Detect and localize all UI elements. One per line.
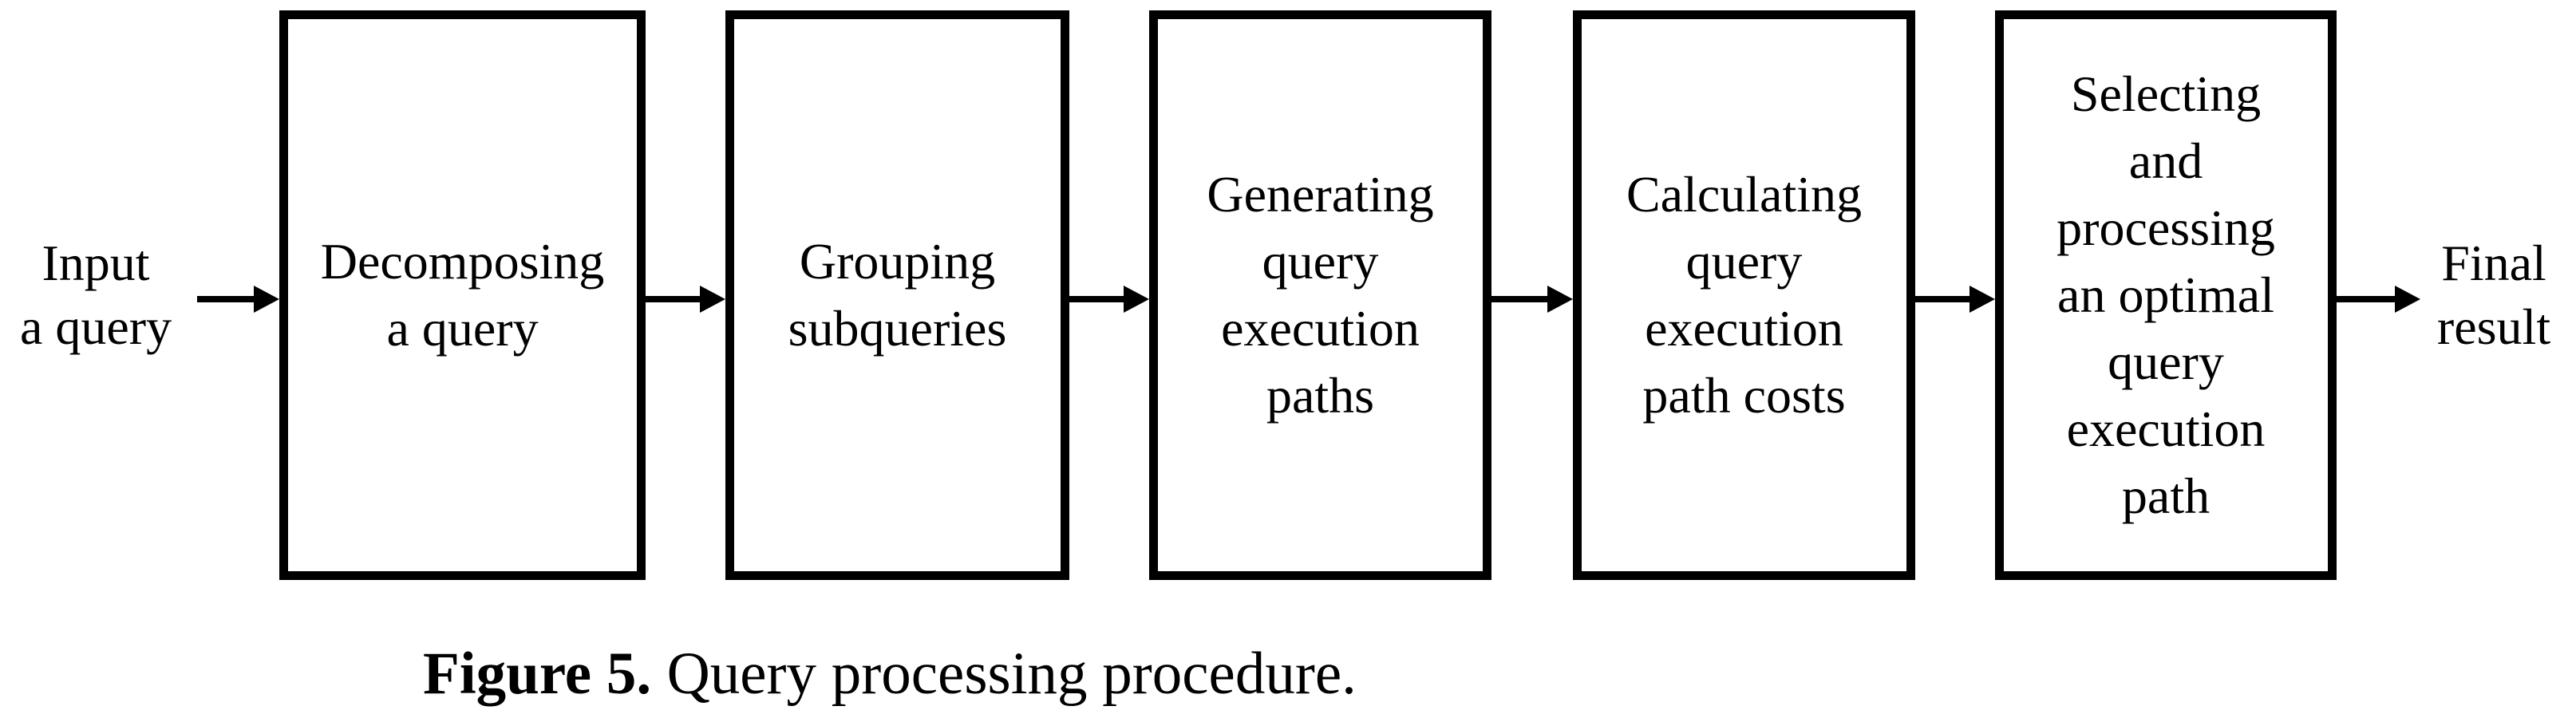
arrow-head-icon (1970, 286, 1995, 313)
step-label-line: Calculating (1626, 166, 1863, 223)
step-label-line: subqueries (788, 300, 1007, 357)
figure-caption: Figure 5.Query processing procedure. (423, 638, 1357, 710)
arrow-head-icon (1547, 286, 1573, 313)
arrow-head-icon (254, 286, 279, 313)
figure-caption-text: Query processing procedure. (666, 641, 1357, 707)
arrow-input-to-decomposing (197, 0, 279, 718)
step-label-line: query (1685, 233, 1803, 290)
output-label-line: Final (2441, 235, 2546, 291)
step-label-line: query (1262, 233, 1379, 290)
output-label-line: result (2436, 298, 2551, 355)
step-label-line: an optimal (2057, 266, 2274, 323)
arrow-shaft (1069, 296, 1128, 302)
step-label-line: path (2121, 467, 2211, 524)
step-label-line: Generating (1207, 166, 1434, 223)
step-label-line: query (2108, 333, 2224, 390)
input-label-line: a query (19, 298, 172, 355)
arrow-shaft (2337, 296, 2400, 302)
step-label-line: execution (1645, 300, 1843, 357)
arrow-shaft (197, 296, 259, 302)
arrow-grouping-to-generating (1069, 0, 1149, 718)
step-label-line: Grouping (799, 233, 996, 290)
arrow-head-icon (2395, 286, 2420, 313)
step-box-selecting-processing-optimal-path: Selecting and processing an optimal quer… (1995, 10, 2337, 580)
step-label-line: and (2128, 132, 2203, 189)
input-label: Input a query (0, 10, 192, 580)
step-box-generating-query-execution-paths: Generating query execution paths (1149, 10, 1491, 580)
step-label-line: a query (386, 300, 539, 357)
arrow-decomposing-to-grouping (646, 0, 725, 718)
arrow-shaft (1915, 296, 1974, 302)
step-box-decomposing-a-query: Decomposing a query (279, 10, 646, 580)
step-label-line: execution (2066, 400, 2266, 457)
arrow-head-icon (1124, 286, 1149, 313)
step-label-line: processing (2056, 199, 2275, 256)
step-box-calculating-query-execution-path-costs: Calculating query execution path costs (1573, 10, 1915, 580)
arrow-shaft (646, 296, 705, 302)
arrow-shaft (1491, 296, 1552, 302)
output-label: Final result (2418, 10, 2570, 580)
arrow-calculating-to-selecting (1915, 0, 1995, 718)
step-label-line: path costs (1642, 367, 1846, 424)
step-label-line: Selecting (2070, 65, 2262, 122)
step-label-line: Decomposing (320, 233, 605, 290)
arrow-selecting-to-final-result (2337, 0, 2420, 718)
input-label-line: Input (41, 235, 150, 291)
step-label-line: paths (1266, 367, 1375, 424)
step-label-line: execution (1221, 300, 1420, 357)
step-box-grouping-subqueries: Grouping subqueries (725, 10, 1069, 580)
arrow-head-icon (700, 286, 725, 313)
figure-caption-number: Figure 5. (423, 641, 652, 707)
arrow-generating-to-calculating (1491, 0, 1573, 718)
